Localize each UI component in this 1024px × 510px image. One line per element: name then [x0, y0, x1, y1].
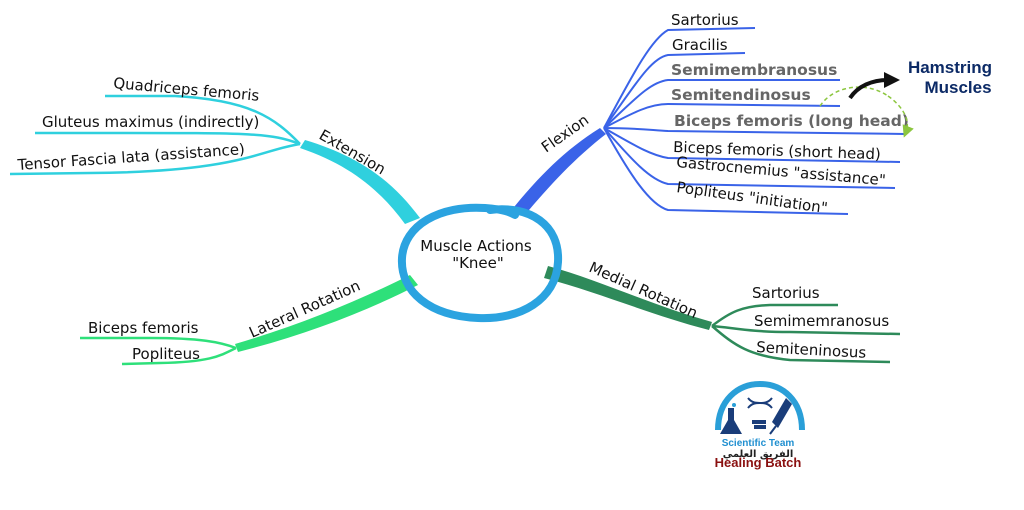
flexion-item-gracilis: Gracilis	[672, 36, 728, 54]
lateral-main-stroke	[235, 275, 418, 352]
extension-branch: Extension Quadriceps femoris Gluteus max…	[9, 74, 420, 224]
hamstring-label-line1: Hamstring	[908, 58, 992, 77]
center-title-line1: Muscle Actions	[420, 237, 532, 255]
lateral-item-biceps: Biceps femoris	[88, 319, 199, 337]
logo-text-batch: Healing Batch	[715, 455, 802, 470]
flexion-line-semimembranosus	[603, 79, 840, 129]
extension-line-tensor	[9, 142, 301, 176]
flexion-item-semimembranosus: Semimembranosus	[671, 61, 837, 79]
bubble-icon	[732, 403, 736, 407]
logo-arc	[715, 380, 805, 431]
flask-icon	[720, 408, 742, 434]
logo-text-ar: الفريق العلمي	[723, 449, 794, 460]
medial-rotation-branch: Medial Rotation Sartorius Semimemranosus…	[544, 258, 901, 364]
flexion-line-sartorius	[603, 27, 756, 129]
medial-line-semimem	[711, 324, 901, 336]
flexion-item-sartorius: Sartorius	[671, 11, 739, 29]
medial-item-sartorius: Sartorius	[752, 284, 820, 302]
books-icon-2	[754, 425, 766, 429]
medial-item-semimem: Semimemranosus	[754, 312, 889, 330]
medial-main-stroke	[544, 266, 712, 330]
flexion-branch: Flexion Sartorius Gracilis Semimembranos…	[510, 11, 992, 217]
flexion-line-semitendinosus	[603, 102, 841, 129]
hamstring-arrow-shaft	[848, 78, 889, 100]
lateral-line-biceps	[80, 336, 237, 350]
syringe-icon	[772, 398, 792, 428]
medial-line-semiten	[711, 325, 891, 364]
medial-line-sartorius	[711, 303, 838, 327]
center-ring	[397, 203, 563, 323]
hamstring-arrow-head	[884, 72, 900, 88]
logo-text-en: Scientific Team	[722, 438, 795, 449]
extension-item-tensor: Tensor Fascia lata (assistance)	[16, 140, 245, 174]
extension-line-quadriceps	[105, 94, 301, 145]
lateral-rotation-branch: Lateral Rotation Biceps femoris Popliteu…	[80, 275, 418, 366]
flexion-line-popliteus	[603, 127, 849, 215]
flexion-item-biceps-long: Biceps femoris (long head)	[674, 112, 909, 130]
center-title-line2: "Knee"	[452, 254, 504, 272]
extension-item-quadriceps: Quadriceps femoris	[113, 74, 261, 105]
extension-main-stroke	[300, 140, 420, 224]
hamstring-bracket-top	[819, 86, 889, 107]
flexion-line-gracilis	[603, 52, 746, 129]
hamstring-label-line2: Muscles	[924, 78, 991, 97]
medial-item-semiten: Semiteninosus	[756, 338, 867, 362]
flexion-line-gastrocnemius	[603, 127, 896, 189]
extension-line-gluteus	[35, 131, 301, 146]
flexion-main-stroke	[510, 128, 606, 216]
books-icon	[752, 420, 766, 424]
flexion-line-biceps-long	[603, 127, 906, 135]
flexion-item-semitendinosus: Semitendinosus	[671, 86, 811, 104]
lateral-line-popliteus	[121, 346, 237, 366]
dna-icon-strand	[747, 397, 773, 409]
syringe-needle	[769, 425, 777, 435]
lateral-item-popliteus: Popliteus	[132, 345, 200, 363]
center-node: Muscle Actions "Knee"	[397, 203, 563, 323]
flexion-line-biceps-short	[603, 127, 901, 163]
extension-item-gluteus: Gluteus maximus (indirectly)	[42, 113, 259, 131]
scientific-team-logo: Scientific Team الفريق العلمي Healing Ba…	[715, 380, 805, 470]
